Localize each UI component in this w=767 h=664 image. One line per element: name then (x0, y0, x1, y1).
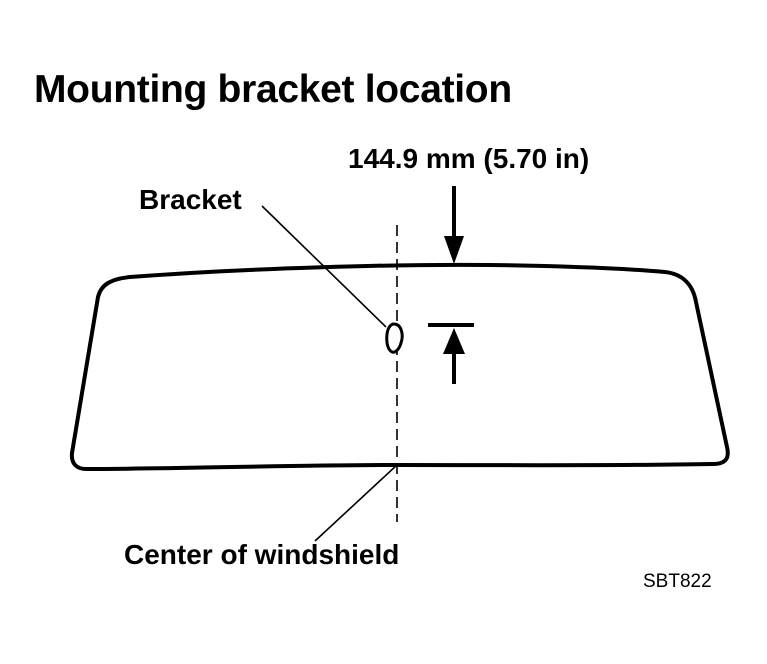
bracket-shape (385, 322, 404, 354)
bracket-dimension-arrow (428, 323, 474, 384)
page-title: Mounting bracket location (34, 68, 512, 111)
bracket-label: Bracket (139, 184, 242, 215)
figure-code: SBT822 (643, 571, 712, 592)
top-dimension-arrow (444, 186, 464, 264)
bracket-leader-line (261, 205, 387, 328)
windshield-outline (69, 262, 730, 471)
center-of-windshield-label: Center of windshield (124, 539, 400, 570)
dimension-label: 144.9 mm (5.70 in) (348, 143, 590, 174)
center-leader-line (314, 464, 398, 542)
